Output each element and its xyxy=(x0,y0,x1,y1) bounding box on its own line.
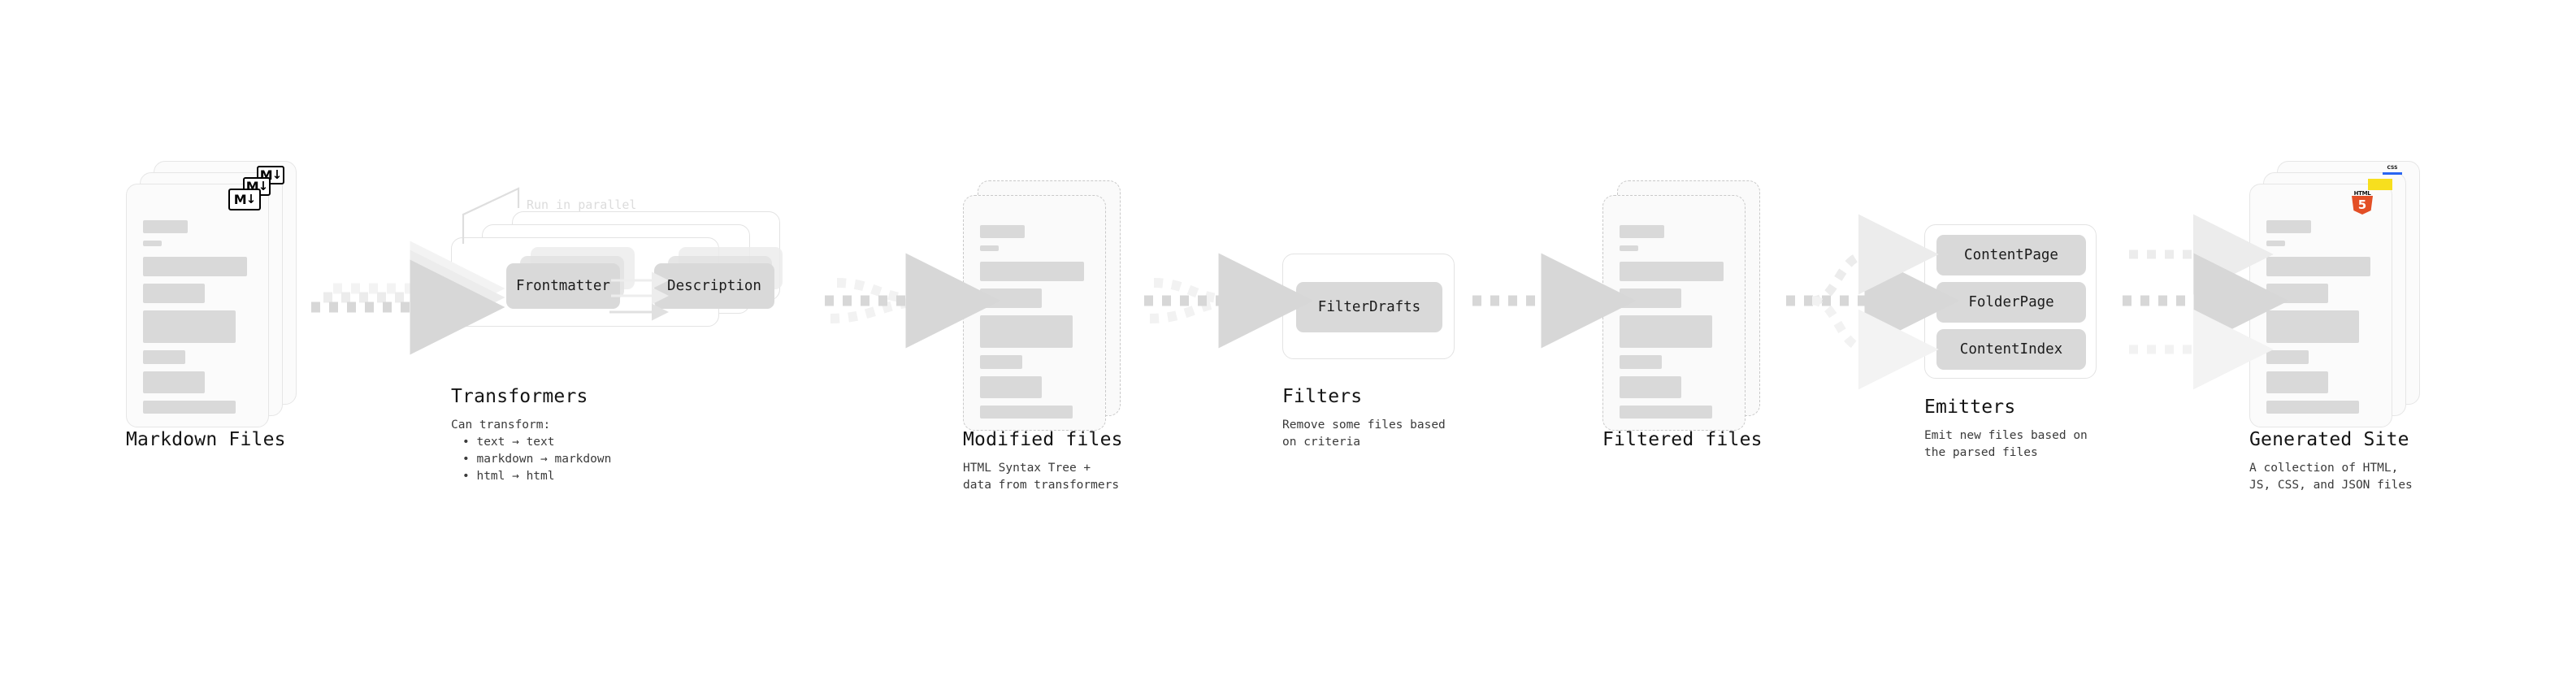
modified-doc-front xyxy=(963,195,1106,431)
skeleton-line xyxy=(980,406,1073,419)
modified-file-stack xyxy=(963,180,1138,432)
site-doc-front xyxy=(2249,184,2392,427)
skeleton-line xyxy=(143,220,188,233)
stage-generated-site: CSS HTML 5 xyxy=(2249,161,2424,429)
chip-frontmatter[interactable]: Frontmatter xyxy=(506,263,620,309)
markdown-icon: M↓ xyxy=(228,189,261,210)
markdown-badge-arrow: ↓ xyxy=(245,192,257,206)
markdown-doc-front xyxy=(126,184,269,427)
filters-box: FilterDrafts xyxy=(1282,254,1455,359)
skeleton-line xyxy=(2266,310,2359,343)
skeleton-line xyxy=(1620,288,1681,308)
skeleton-line xyxy=(2266,241,2285,246)
html5-badge-digit: 5 xyxy=(2357,197,2367,212)
skeleton-line xyxy=(143,401,236,414)
skeleton-line xyxy=(980,288,1042,308)
skeleton-line xyxy=(143,257,247,276)
stage-title-markdown-files: Markdown Files xyxy=(126,429,286,450)
skeleton-line xyxy=(1620,376,1681,398)
filters-subtitle: Remove some files based on criteria xyxy=(1282,419,1446,449)
generated-site-stack: CSS HTML 5 xyxy=(2249,161,2424,429)
markdown-badge-arrow: ↓ xyxy=(271,167,283,182)
skeleton-line xyxy=(1620,262,1724,281)
skeleton-line xyxy=(2266,284,2328,303)
chip-filterdrafts[interactable]: FilterDrafts xyxy=(1296,282,1442,332)
skeleton-line xyxy=(2266,257,2370,276)
stage-title-filtered-files: Filtered files xyxy=(1602,429,1763,450)
skeleton-line xyxy=(2266,401,2359,414)
transformers-list: • text → text • markdown → markdown • ht… xyxy=(451,434,611,485)
skeleton-line xyxy=(980,245,999,251)
connector-transformers-to-modified xyxy=(825,253,1001,349)
chip-description[interactable]: Description xyxy=(654,263,774,309)
emitters-subtitle: Emit new files based on the parsed files xyxy=(1924,429,2088,460)
stage-title-transformers: Transformers xyxy=(451,386,588,407)
markdown-badge-arrow: ↓ xyxy=(258,179,269,193)
run-in-parallel-label: Run in parallel xyxy=(527,197,637,212)
connector-emitters-to-site xyxy=(2123,214,2289,390)
css-icon: CSS xyxy=(2382,166,2403,175)
skeleton-line xyxy=(1620,406,1712,419)
generated-site-subtitle: A collection of HTML, JS, CSS, and JSON … xyxy=(2249,462,2413,492)
css-badge-label: CSS xyxy=(2387,165,2398,171)
html5-icon: HTML 5 xyxy=(2352,190,2373,215)
connector-modified-to-filters xyxy=(1144,253,1314,349)
stage-title-generated-site: Generated Site xyxy=(2249,429,2409,450)
markdown-badge-letter: M xyxy=(233,191,247,207)
emitters-box: ContentPage FolderPage ContentIndex xyxy=(1924,224,2097,379)
skeleton-line xyxy=(2266,350,2309,364)
modified-doc-body xyxy=(964,196,1105,430)
stage-filtered-files xyxy=(1602,180,1777,432)
chip-folderpage[interactable]: FolderPage xyxy=(1936,282,2086,323)
markdown-doc-body xyxy=(127,184,268,427)
markdown-file-stack: M↓ M↓ M↓ xyxy=(126,161,301,429)
skeleton-line xyxy=(1620,245,1638,251)
filtered-file-stack xyxy=(1602,180,1777,432)
skeleton-line xyxy=(2266,220,2311,233)
skeleton-line xyxy=(1620,315,1712,348)
html5-badge-caption: HTML xyxy=(2353,190,2371,197)
skeleton-line xyxy=(1620,355,1662,369)
list-item: • html → html xyxy=(462,470,555,484)
js-icon xyxy=(2368,179,2392,190)
list-item: • text → text xyxy=(462,436,555,449)
skeleton-line xyxy=(143,350,185,364)
skeleton-line xyxy=(980,262,1084,281)
list-item: • markdown → markdown xyxy=(462,453,612,466)
skeleton-line xyxy=(143,310,236,343)
skeleton-line xyxy=(980,355,1022,369)
site-doc-body xyxy=(2250,184,2392,427)
css-badge-bar xyxy=(2383,172,2402,175)
skeleton-line xyxy=(143,241,162,246)
chip-contentpage[interactable]: ContentPage xyxy=(1936,235,2086,275)
skeleton-line xyxy=(980,376,1042,398)
transformers-subtitle: Can transform: xyxy=(451,419,551,432)
stage-modified-files xyxy=(963,180,1138,432)
stage-title-modified-files: Modified files xyxy=(963,429,1123,450)
filtered-doc-front xyxy=(1602,195,1746,431)
stage-title-filters: Filters xyxy=(1282,386,1363,407)
stage-title-emitters: Emitters xyxy=(1924,397,2016,418)
skeleton-line xyxy=(143,371,205,393)
html5-shield xyxy=(2352,196,2373,215)
skeleton-line xyxy=(1620,225,1664,238)
connector-markdown-to-transformers xyxy=(311,241,505,355)
stage-markdown-files: M↓ M↓ M↓ xyxy=(126,161,301,429)
skeleton-line xyxy=(980,315,1073,348)
skeleton-line xyxy=(2266,371,2328,393)
modified-files-subtitle: HTML Syntax Tree + data from transformer… xyxy=(963,462,1120,492)
connector-filtered-to-emitters xyxy=(1786,214,1960,390)
skeleton-line xyxy=(980,225,1025,238)
skeleton-line xyxy=(143,284,205,303)
chip-contentindex[interactable]: ContentIndex xyxy=(1936,329,2086,370)
filtered-doc-body xyxy=(1603,196,1745,430)
